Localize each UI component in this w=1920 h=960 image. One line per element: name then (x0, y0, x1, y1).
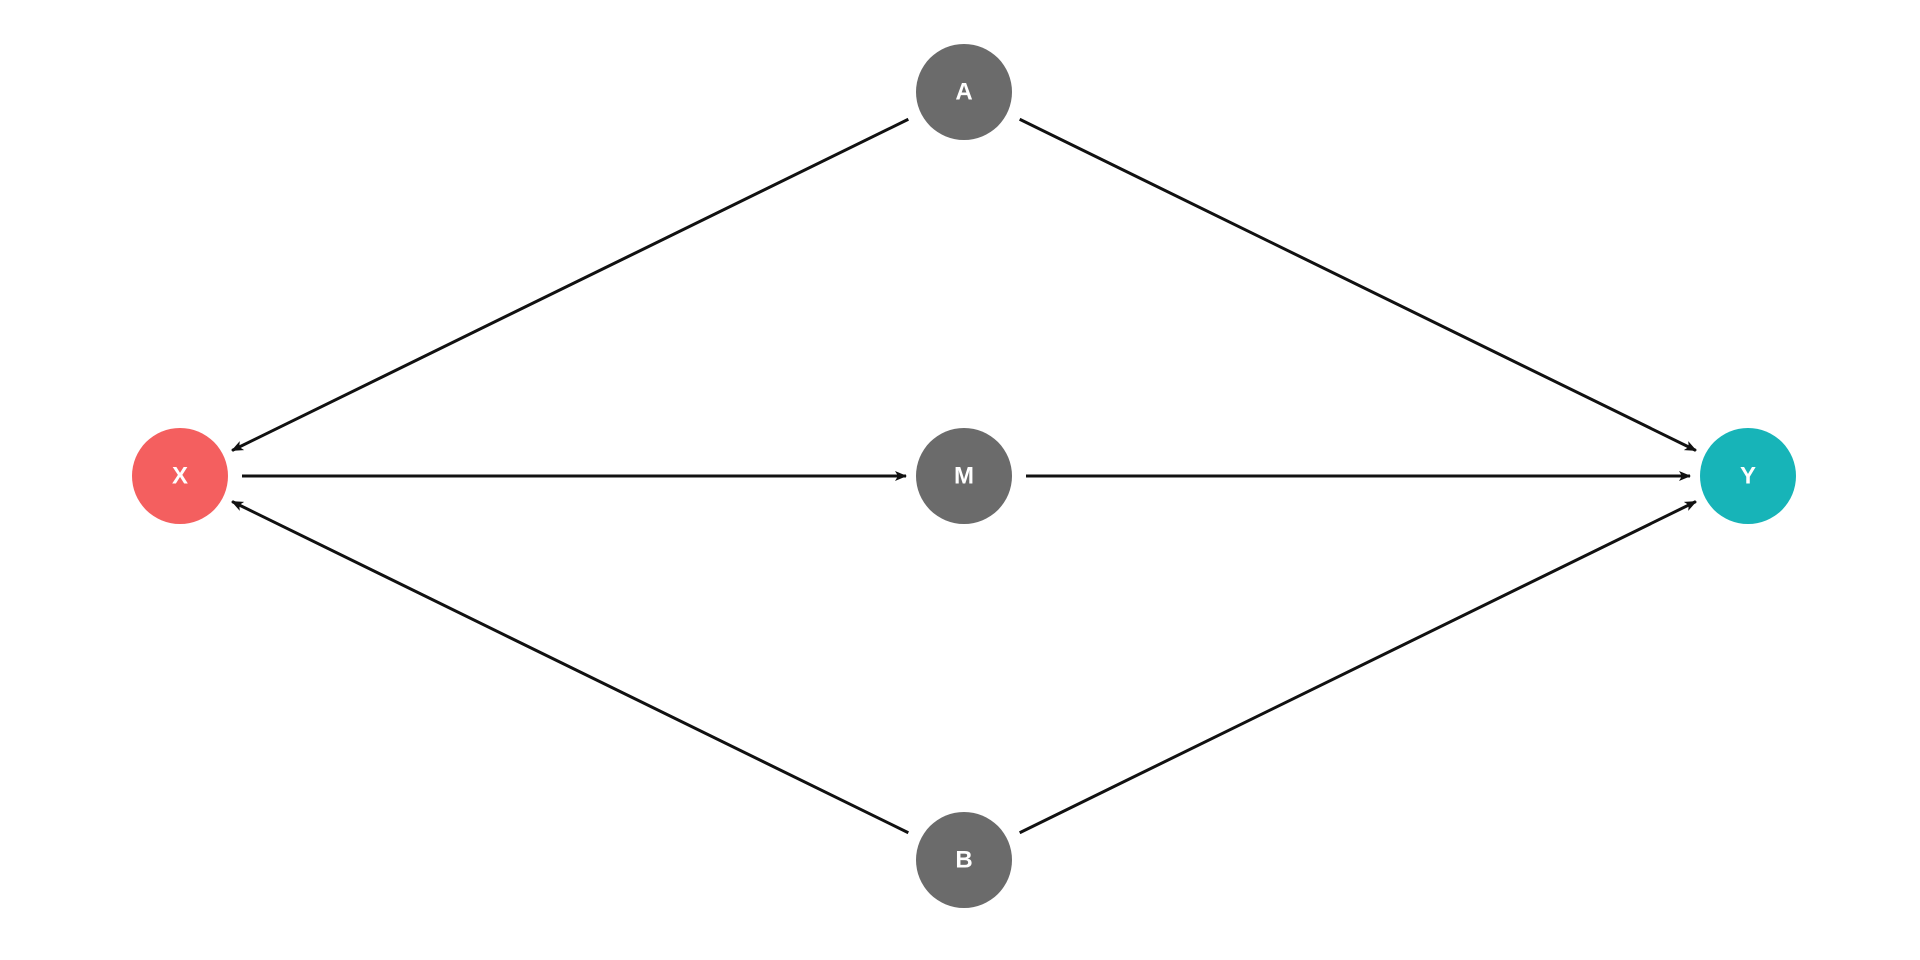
node-b-label: B (955, 847, 972, 874)
edges (231, 117, 1697, 835)
node-b-circle (916, 812, 1012, 908)
node-m: M (916, 428, 1012, 524)
node-b: B (916, 812, 1012, 908)
nodes: A X M Y B (132, 44, 1796, 908)
node-y-circle (1700, 428, 1796, 524)
node-a: A (916, 44, 1012, 140)
node-x: X (132, 428, 228, 524)
node-x-label: X (172, 463, 188, 490)
edge-b-to-y (1019, 500, 1697, 835)
edge-a-to-x (231, 117, 909, 452)
node-y-label: Y (1740, 463, 1756, 490)
node-x-circle (132, 428, 228, 524)
node-m-circle (916, 428, 1012, 524)
edge-b-to-x (231, 500, 909, 835)
node-a-circle (916, 44, 1012, 140)
node-a-label: A (955, 79, 972, 106)
node-y: Y (1700, 428, 1796, 524)
node-m-label: M (954, 463, 974, 490)
edge-a-to-y (1019, 117, 1697, 452)
